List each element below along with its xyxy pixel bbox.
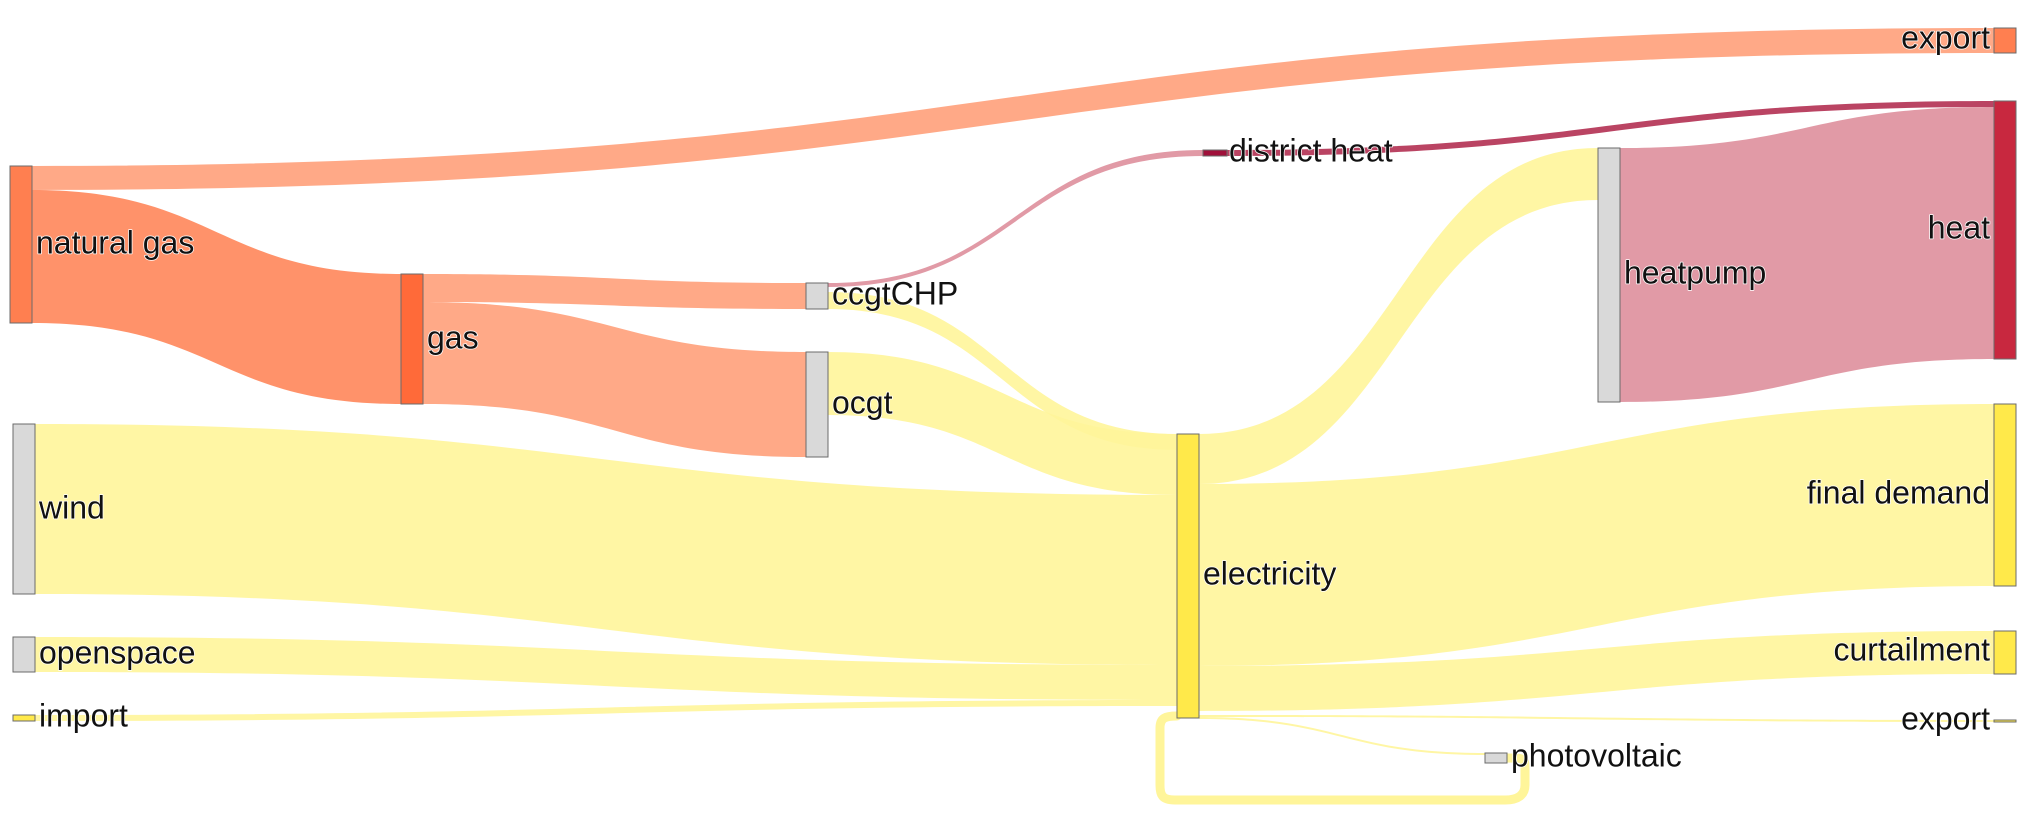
node-photovoltaic[interactable] bbox=[1484, 752, 1508, 764]
sankey-links bbox=[32, 28, 1994, 805]
node-gas[interactable] bbox=[400, 273, 424, 405]
node-heat[interactable] bbox=[1993, 100, 2017, 360]
node-export_el[interactable] bbox=[1993, 719, 2017, 723]
link-ccgtchp-to-district_heat bbox=[828, 150, 1203, 287]
node-heatpump[interactable] bbox=[1597, 147, 1621, 403]
node-label-electricity: electricity bbox=[1203, 555, 1336, 591]
sankey-nodes bbox=[9, 27, 2017, 764]
node-district_heat[interactable] bbox=[1202, 149, 1228, 157]
link-electricity-to-export_el bbox=[1199, 715, 1994, 722]
node-final_demand[interactable] bbox=[1993, 403, 2017, 587]
node-electricity[interactable] bbox=[1176, 433, 1200, 719]
link-gas-to-ccgtchp bbox=[423, 274, 806, 309]
node-curtailment[interactable] bbox=[1993, 630, 2017, 675]
link-electricity-to-final_demand bbox=[1199, 404, 1994, 666]
link-electricity-to-curtailment bbox=[1199, 631, 1994, 711]
link-ocgt-to-electricity bbox=[828, 352, 1177, 495]
link-ccgtchp-to-electricity bbox=[828, 292, 1177, 450]
link-wind-to-electricity bbox=[35, 424, 1177, 665]
node-label-ocgt: ocgt bbox=[832, 384, 893, 420]
node-label-export_gas: export bbox=[1901, 19, 1990, 55]
link-import-to-electricity bbox=[35, 700, 1177, 721]
node-label-wind: wind bbox=[38, 489, 105, 525]
node-ccgtchp[interactable] bbox=[805, 282, 829, 310]
node-label-ccgtchp: ccgtCHP bbox=[832, 275, 958, 311]
link-electricity-to-heatpump bbox=[1199, 148, 1598, 484]
node-label-photovoltaic: photovoltaic bbox=[1511, 737, 1682, 773]
node-label-export_el: export bbox=[1901, 700, 1990, 736]
link-district_heat-to-heat bbox=[1227, 101, 1994, 156]
node-label-gas: gas bbox=[427, 319, 479, 355]
link-openspace-to-electricity bbox=[35, 637, 1177, 700]
node-label-district_heat: district heat bbox=[1229, 132, 1393, 168]
node-import[interactable] bbox=[12, 714, 36, 722]
link-natural_gas-to-export_gas bbox=[32, 28, 1994, 190]
node-label-openspace: openspace bbox=[39, 634, 196, 670]
node-label-final_demand: final demand bbox=[1807, 474, 1990, 510]
node-wind[interactable] bbox=[12, 423, 36, 595]
node-ocgt[interactable] bbox=[805, 351, 829, 458]
node-label-heat: heat bbox=[1928, 209, 1990, 245]
node-label-import: import bbox=[39, 697, 128, 733]
node-label-heatpump: heatpump bbox=[1624, 254, 1766, 290]
link-heatpump-to-heat bbox=[1620, 107, 1994, 402]
node-export_gas[interactable] bbox=[1993, 27, 2017, 54]
node-openspace[interactable] bbox=[12, 636, 36, 673]
link-natural_gas-to-gas bbox=[32, 190, 401, 404]
link-electricity-to-photovoltaic bbox=[1199, 717, 1485, 755]
node-label-curtailment: curtailment bbox=[1834, 631, 1991, 667]
link-gas-to-ocgt bbox=[423, 302, 806, 457]
node-label-natural_gas: natural gas bbox=[36, 224, 194, 260]
link-photovoltaic-to-electricity bbox=[1155, 711, 1530, 805]
node-natural_gas[interactable] bbox=[9, 165, 33, 324]
sankey-labels: natural gas gas wind openspace import ccgtCHP… bbox=[35, 19, 1991, 775]
